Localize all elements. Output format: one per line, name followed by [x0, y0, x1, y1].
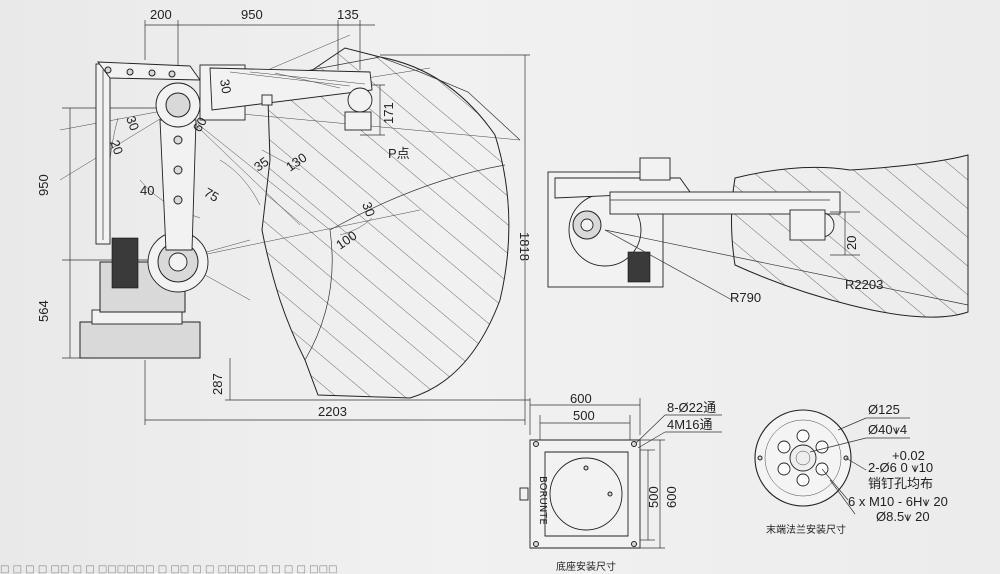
angle-75: 75: [202, 185, 222, 205]
angle-60: 60: [190, 114, 210, 134]
flange-bore-line: Ø8.5⩛ 20: [876, 509, 930, 524]
angle-40: 40: [140, 183, 154, 198]
flange-callout-40: Ø40⩛4: [868, 422, 907, 437]
dim-1818: 1818: [517, 232, 532, 261]
flange-caption: 末端法兰安装尺寸: [766, 523, 846, 536]
end-flange: [344, 111, 372, 131]
footer-text: □ □ □ □ □□ □ □ □□□□□□ □ □□ □ □ □□□□ □ □ …: [0, 564, 338, 574]
robot-base: [79, 321, 201, 359]
motor-1: [111, 237, 139, 289]
dim-950-top: 950: [241, 7, 263, 22]
base-dim-600-top: 600: [570, 391, 592, 406]
flange-tol-plus: +0.02: [892, 448, 925, 463]
forearm: [209, 67, 373, 111]
flange-bolt-holes: [777, 429, 829, 487]
base-dim-600-right: 600: [664, 486, 679, 508]
angle-30-a: 30: [123, 114, 142, 133]
r790-label: R790: [730, 290, 761, 305]
base-dim-500-right: 500: [646, 486, 661, 508]
top-link: [97, 61, 201, 81]
top-dim-20: 20: [844, 236, 859, 250]
envelope-inner-line: [304, 164, 506, 361]
r2203-label: R2203: [845, 277, 883, 292]
lower-arm: [159, 119, 197, 251]
dim-287: 287: [210, 373, 225, 395]
dim-950-left: 950: [36, 174, 51, 196]
flange-pin-note: 销钉孔均布: [868, 476, 933, 491]
flange-bore: [789, 444, 817, 472]
angle-20: 20: [107, 138, 126, 157]
flange-thread-line: 6 x M10 - 6H⩛ 20: [848, 494, 948, 509]
flange-callout-125: Ø125: [868, 402, 900, 417]
base-center-circle: [549, 457, 623, 531]
wrist-joint: [347, 87, 373, 113]
base-callout-holes: 8-Ø22通: [667, 400, 716, 415]
base-brand-text: BORUNTE: [537, 476, 548, 525]
envelope-outer-line: [299, 56, 521, 141]
top-view: R790 R2203 20: [547, 154, 969, 318]
flange-view: Ø125 Ø40⩛4 +0.02 2-Ø6 0 ⩛10 销钉孔均布 6 x M1…: [754, 402, 948, 536]
base-callout-threads: 4M16通: [667, 417, 713, 432]
dim-2203-side: 2203: [318, 404, 347, 419]
robot-arm: [79, 61, 373, 359]
side-view: 200 950 135 950 564 1818 287 2203 171 P点…: [36, 7, 532, 425]
angle-35: 35: [251, 154, 271, 175]
p-point-label: P点: [388, 146, 410, 161]
side-view-labels: 200 950 135 950 564 1818 287 2203 171 P点…: [36, 7, 532, 419]
dim-200: 200: [150, 7, 172, 22]
dim-564: 564: [36, 300, 51, 322]
dim-171: 171: [381, 102, 396, 124]
top-motor: [627, 251, 651, 283]
base-caption: 底座安装尺寸: [556, 560, 616, 573]
top-forearm: [609, 191, 841, 215]
angle-30-c: 30: [359, 200, 378, 219]
dim-135: 135: [337, 7, 359, 22]
base-view: 600 500 BORUNTE 500 600 8-Ø22通 4M16通 底座安…: [519, 391, 722, 573]
flange-pin-holes: 2-Ø6 0 ⩛10: [868, 460, 933, 475]
angle-30-b: 30: [217, 78, 234, 95]
work-envelope: [261, 47, 510, 399]
base-dim-500-top: 500: [573, 408, 595, 423]
